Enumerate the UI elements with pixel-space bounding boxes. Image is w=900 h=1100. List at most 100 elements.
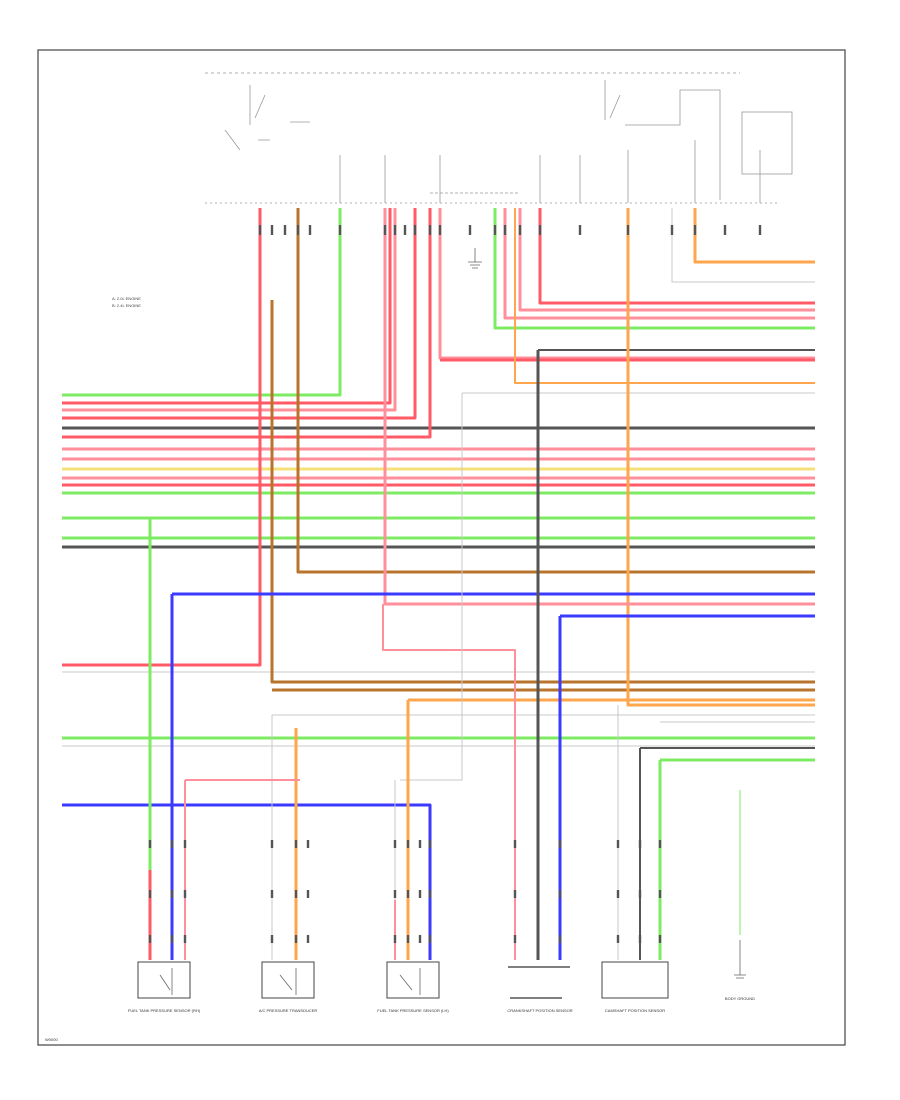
c3-housing (386, 961, 440, 999)
c5-label: CAMSHAFT POSITION SENSOR (605, 1008, 665, 1013)
wire-pink-2 (62, 208, 397, 412)
connector-tick-top-7 (393, 225, 397, 235)
legend-item-a: A: 2.0L ENGINE (112, 296, 141, 301)
connector-tick-bottom-7-2 (406, 935, 410, 943)
wire-orange-35 (626, 208, 815, 707)
wire-pink-40 (383, 208, 815, 606)
component-c5: CAMSHAFT POSITION SENSOR (601, 961, 669, 1013)
wire-blue-19 (62, 803, 432, 960)
c1-symbol (159, 968, 173, 995)
wire-pink-44 (382, 604, 516, 960)
connector-tick-bottom-9-1 (428, 890, 432, 898)
connector-tick-top-16 (538, 225, 542, 235)
connector-tick-bottom-5-1 (306, 890, 310, 898)
connector-tick-bottom-0-2 (148, 935, 152, 943)
connector-tick-bottom-6-1 (393, 890, 397, 898)
c4-label: CRANKSHAFT POSITION SENSOR (507, 1008, 572, 1013)
connector-tick-bottom-12-0 (558, 840, 562, 848)
connector-tick-top-8 (403, 225, 407, 235)
wire-red-5 (62, 208, 432, 439)
wire-gray-21 (671, 208, 815, 283)
connector-tick-top-17 (578, 225, 582, 235)
connector-tick-bottom-5-2 (306, 935, 310, 943)
connector-tick-bottom-3-0 (270, 840, 274, 848)
c3-label: FUEL TANK PRESSURE SENSOR (LH) (377, 1008, 449, 1013)
wire-pink-23 (518, 208, 815, 312)
connector-tick-top-10 (428, 225, 432, 235)
connector-tick-bottom-7-1 (406, 890, 410, 898)
connector-tick-bottom-15-0 (658, 840, 662, 848)
c2-symbol (279, 968, 297, 995)
connector-tick-top-0 (258, 225, 262, 235)
connector-tick-top-5 (338, 225, 342, 235)
ground-symbol (468, 248, 482, 269)
component-c1: FUEL TANK PRESSURE SENSOR (RH) (128, 961, 201, 1013)
wire-brown-31 (296, 208, 815, 574)
wire-pink-24 (503, 208, 815, 320)
c1-label: FUEL TANK PRESSURE SENSOR (RH) (128, 1008, 201, 1013)
connector-tick-bottom-4-0 (294, 840, 298, 848)
wire-red-15 (62, 208, 262, 667)
component-c4: CRANKSHAFT POSITION SENSOR (507, 966, 573, 1013)
wire-brown-32 (270, 300, 815, 684)
wire-red-22 (538, 208, 815, 305)
wire-green-0 (62, 208, 342, 397)
connector-tick-top-15 (518, 225, 522, 235)
connector-tick-bottom-9-0 (428, 840, 432, 848)
connector-tick-top-18 (626, 225, 630, 235)
connector-tick-bottom-6-2 (393, 935, 397, 943)
connector-tick-bottom-3-2 (270, 935, 274, 943)
connector-tick-bottom-14-1 (638, 890, 642, 898)
connector-tick-bottom-4-2 (294, 935, 298, 943)
connector-tick-bottom-8-2 (418, 935, 422, 943)
connector-tick-bottom-5-0 (306, 840, 310, 848)
connector-tick-bottom-2-0 (183, 840, 187, 848)
connector-tick-bottom-11-0 (536, 840, 540, 848)
connector-ticks (148, 225, 762, 943)
wire-harness (62, 208, 815, 960)
legend-item-b: B: 2.4L ENGINE (112, 303, 141, 308)
connector-tick-top-20 (693, 225, 697, 235)
connector-tick-bottom-12-2 (558, 935, 562, 943)
top-fuse-area (205, 72, 793, 204)
connector-tick-bottom-9-2 (428, 935, 432, 943)
connector-tick-bottom-15-2 (658, 935, 662, 943)
connector-tick-bottom-10-0 (513, 840, 517, 848)
connector-tick-top-9 (413, 225, 417, 235)
connector-tick-bottom-13-1 (616, 890, 620, 898)
wire-pink-27 (438, 208, 815, 360)
connector-tick-top-6 (383, 225, 387, 235)
connector-tick-bottom-13-0 (616, 840, 620, 848)
connector-tick-bottom-12-1 (558, 890, 562, 898)
wire-green-39 (658, 758, 815, 960)
wire-red-3 (62, 208, 417, 420)
wire-orange-20 (693, 208, 815, 264)
connector-tick-bottom-10-1 (513, 890, 517, 898)
connector-tick-bottom-1-2 (170, 935, 174, 943)
connector-tick-bottom-8-0 (418, 840, 422, 848)
wire-green-25 (493, 208, 815, 330)
connector-tick-bottom-3-1 (270, 890, 274, 898)
connector-tick-bottom-1-1 (170, 890, 174, 898)
connector-tick-top-21 (723, 225, 727, 235)
connector-tick-top-14 (503, 225, 507, 235)
c2-housing (261, 961, 315, 999)
legend: A: 2.0L ENGINE B: 2.4L ENGINE (112, 296, 141, 308)
connector-tick-bottom-11-1 (536, 890, 540, 898)
wire-red-1 (62, 208, 392, 405)
connector-tick-bottom-0-1 (148, 890, 152, 898)
connector-tick-bottom-2-2 (183, 935, 187, 943)
connector-tick-bottom-7-0 (406, 840, 410, 848)
c6-label: BODY GROUND (725, 996, 755, 1001)
connector-tick-bottom-14-0 (638, 840, 642, 848)
connector-tick-bottom-15-1 (658, 890, 662, 898)
connector-tick-bottom-11-2 (536, 935, 540, 943)
connector-tick-bottom-6-0 (393, 840, 397, 848)
connector-tick-top-19 (670, 225, 674, 235)
c3-symbol (399, 968, 421, 995)
connector-tick-bottom-4-1 (294, 890, 298, 898)
connector-tick-top-2 (283, 225, 287, 235)
connector-tick-bottom-14-2 (638, 935, 642, 943)
wire-gray-46 (400, 393, 463, 781)
connector-tick-top-1 (270, 225, 274, 235)
